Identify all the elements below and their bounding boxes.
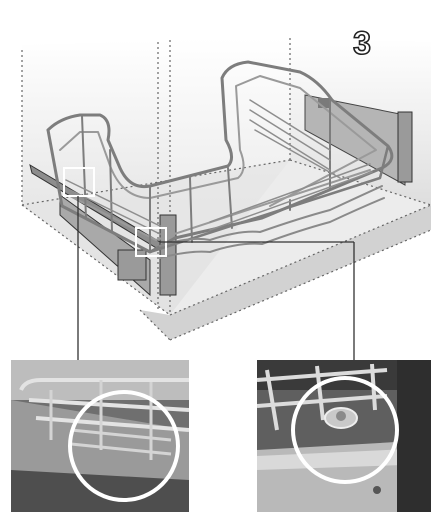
wire-basket xyxy=(46,60,394,259)
right-runner-clip-detail xyxy=(257,360,431,512)
left-highlight-circle xyxy=(68,390,180,502)
step-number: 3 xyxy=(352,25,371,61)
leader-lines xyxy=(77,196,355,360)
left-runner-clip-detail xyxy=(11,360,189,512)
right-highlight-circle xyxy=(291,376,399,484)
